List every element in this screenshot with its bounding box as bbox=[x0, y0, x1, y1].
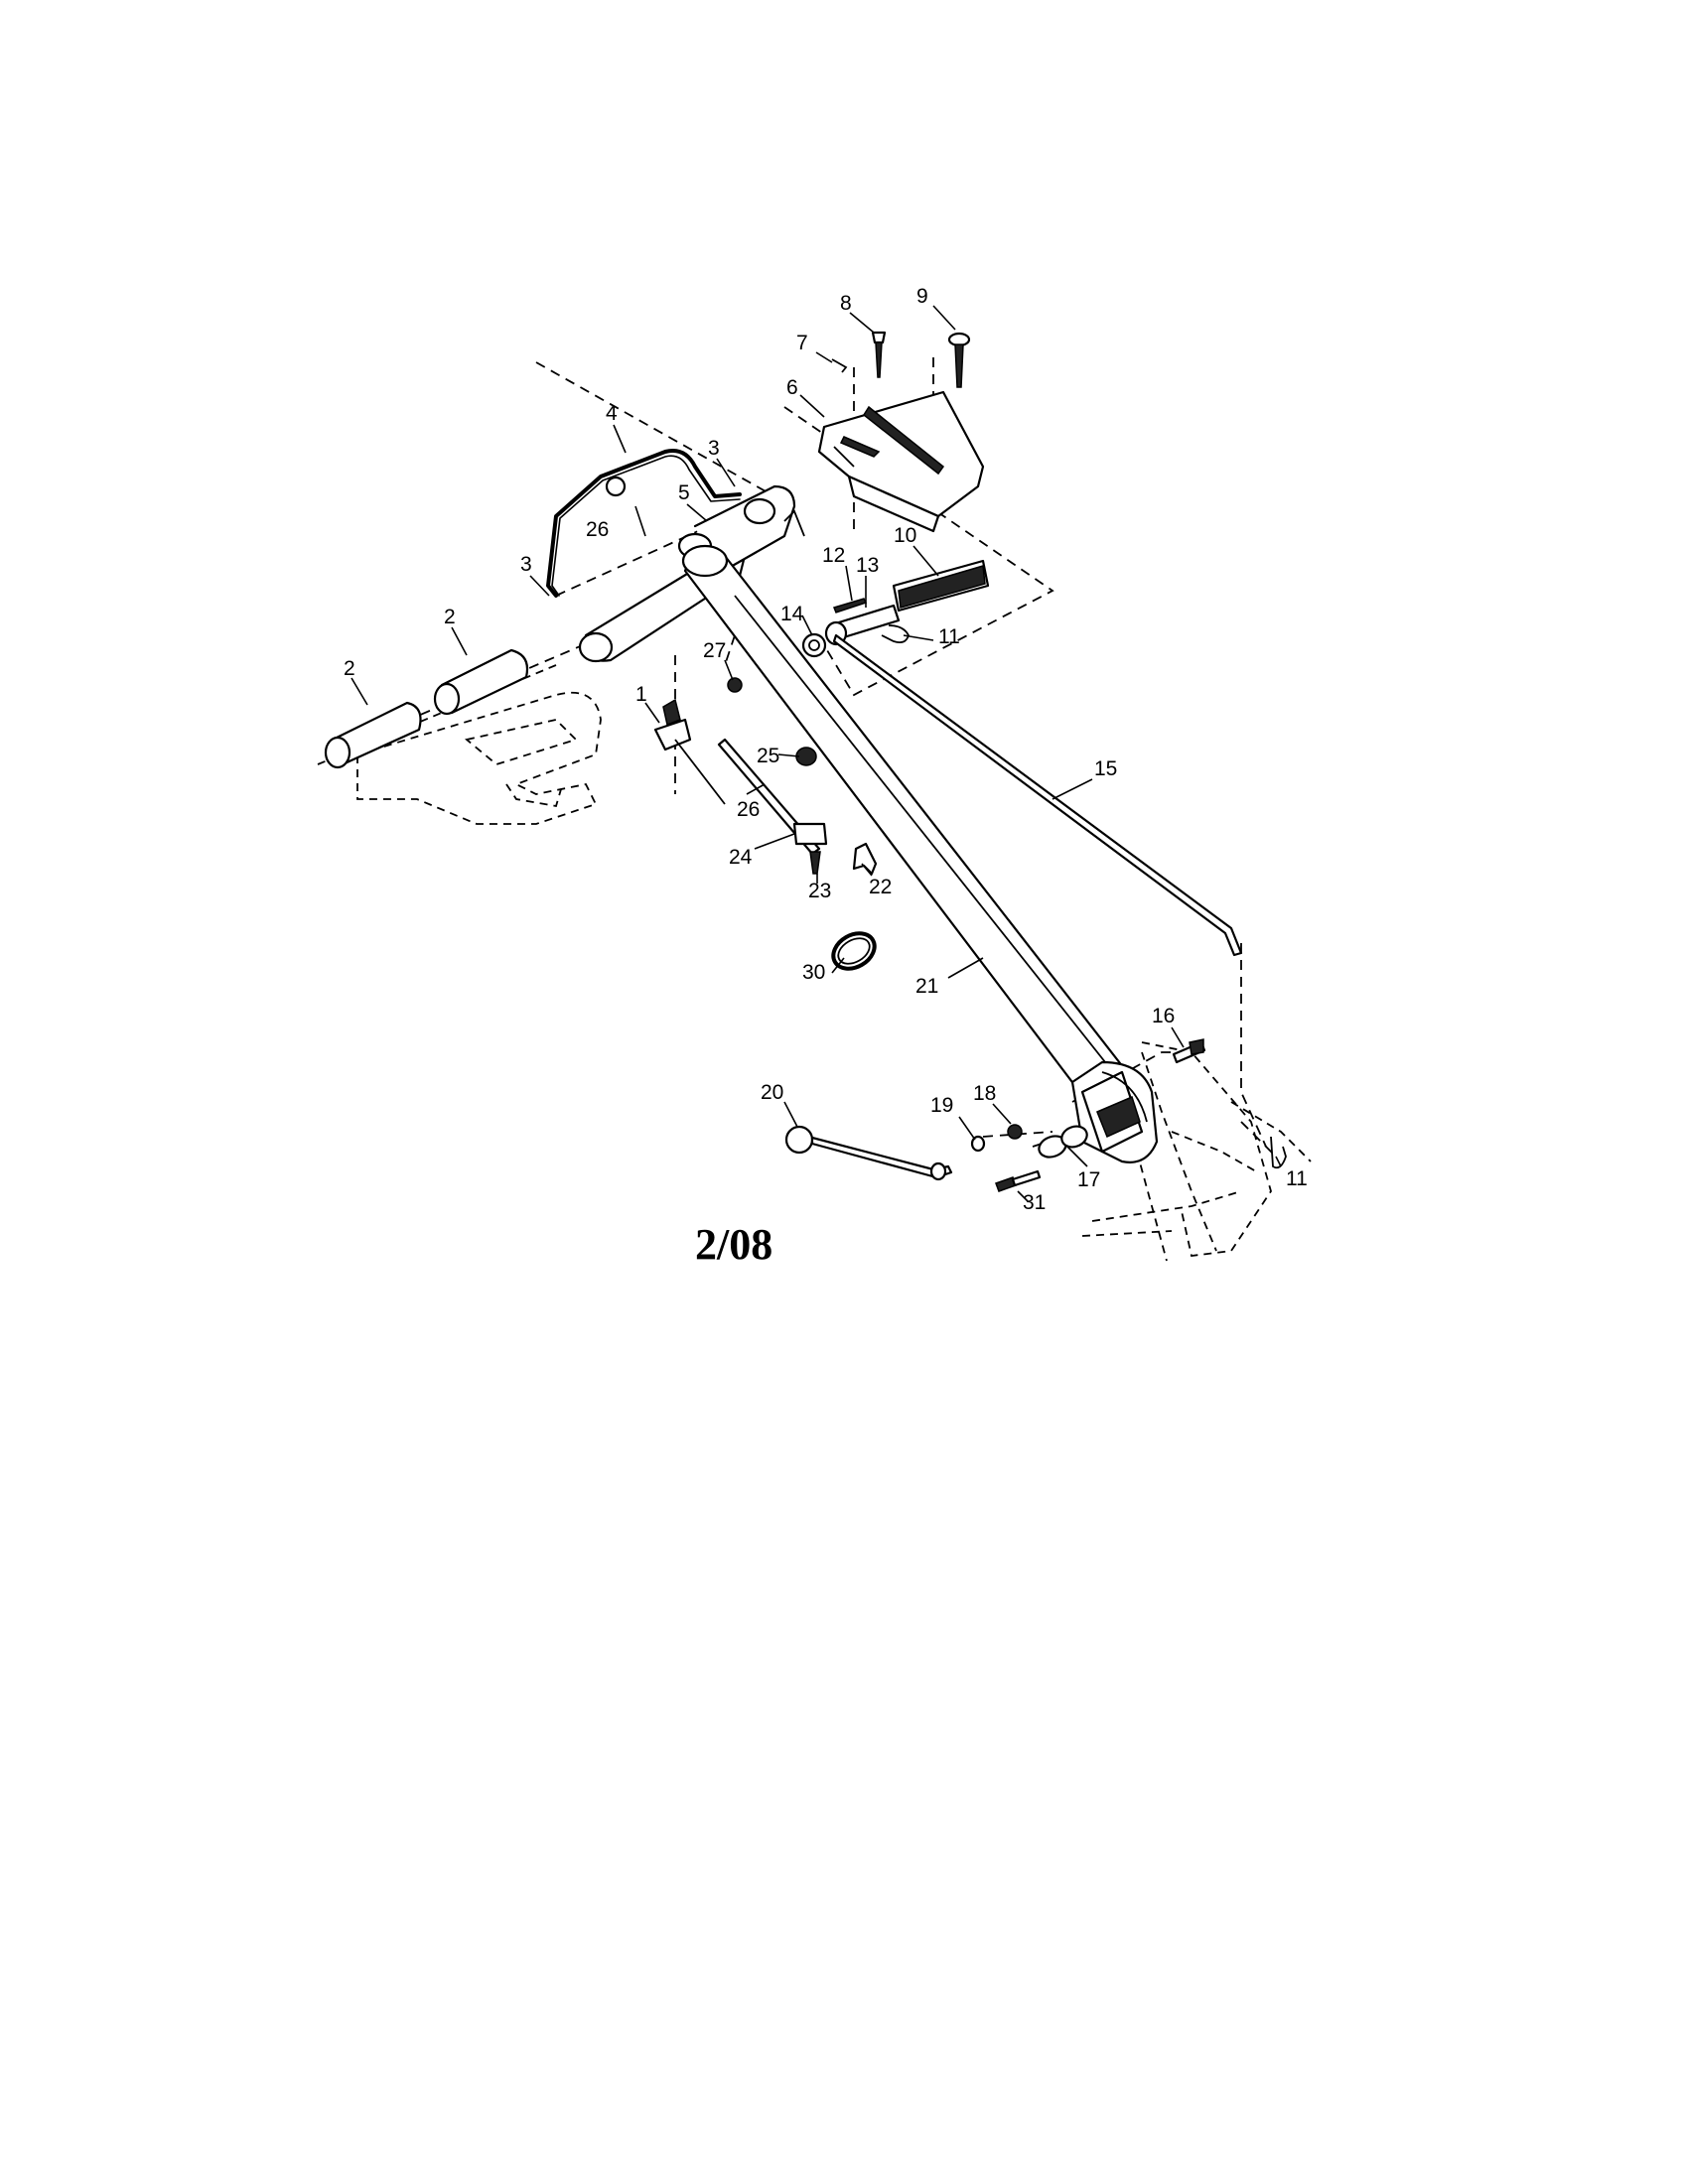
callout-1: 1 bbox=[635, 683, 647, 706]
spacer-17 bbox=[1038, 1125, 1088, 1159]
phantom-tiller-frame-lower-right bbox=[1081, 1041, 1312, 1262]
callout-4: 4 bbox=[606, 402, 618, 425]
callout-3-left: 3 bbox=[520, 553, 532, 576]
screw-23 bbox=[809, 851, 821, 875]
callout-10: 10 bbox=[894, 524, 916, 547]
callout-17: 17 bbox=[1077, 1168, 1100, 1191]
callout-7: 7 bbox=[796, 332, 808, 354]
hose-clamp-30 bbox=[831, 931, 877, 971]
nut-27 bbox=[727, 677, 743, 693]
bolt-31 bbox=[995, 1169, 1042, 1192]
control-panel-cover bbox=[817, 390, 985, 533]
callout-24: 24 bbox=[729, 846, 753, 869]
callout-31: 31 bbox=[1023, 1191, 1046, 1214]
callout-21: 21 bbox=[915, 975, 938, 998]
bolt-16 bbox=[1172, 1038, 1206, 1064]
bushing-14 bbox=[801, 632, 827, 658]
callout-3-right: 3 bbox=[708, 437, 720, 460]
callout-18: 18 bbox=[973, 1082, 996, 1105]
callout-11-upper: 11 bbox=[938, 625, 960, 648]
spring-clip-22 bbox=[852, 842, 878, 876]
callout-14: 14 bbox=[780, 603, 804, 625]
callout-27: 27 bbox=[703, 639, 726, 662]
callout-25: 25 bbox=[757, 745, 779, 767]
callout-2-right: 2 bbox=[444, 606, 456, 628]
screw-8 bbox=[871, 331, 887, 378]
callout-19: 19 bbox=[930, 1094, 953, 1117]
lock-washer-18 bbox=[1007, 1124, 1023, 1140]
callout-23: 23 bbox=[808, 880, 831, 902]
control-clip-1 bbox=[653, 698, 726, 805]
callout-8: 8 bbox=[840, 292, 852, 315]
callout-2-left: 2 bbox=[344, 657, 355, 680]
callout-26-lower: 26 bbox=[737, 798, 760, 821]
washer-19 bbox=[970, 1135, 986, 1153]
callout-11-lower: 11 bbox=[1286, 1167, 1308, 1190]
callout-16: 16 bbox=[1152, 1005, 1175, 1027]
cable-bracket-24 bbox=[792, 822, 828, 846]
callout-numbers: 1 2 2 3 3 4 5 6 7 8 9 10 11 12 13 14 15 … bbox=[344, 285, 1308, 1214]
bail-wire bbox=[546, 449, 742, 598]
pin-12 bbox=[832, 598, 868, 614]
knurled-grip-10 bbox=[892, 559, 990, 613]
handle-tube bbox=[681, 544, 1159, 1163]
knob-rod-20 bbox=[784, 1125, 953, 1181]
callout-6: 6 bbox=[786, 376, 798, 399]
handle-grip-right bbox=[433, 648, 529, 716]
callout-20: 20 bbox=[761, 1081, 783, 1104]
revision-date: 2/08 bbox=[695, 1220, 772, 1269]
handle-grip-left bbox=[324, 701, 422, 769]
callout-5: 5 bbox=[678, 481, 690, 504]
hairpin-11-upper bbox=[881, 624, 910, 644]
callout-22: 22 bbox=[869, 876, 892, 898]
callout-13: 13 bbox=[856, 554, 879, 577]
callout-9: 9 bbox=[916, 285, 928, 308]
shift-rod-15 bbox=[832, 633, 1243, 957]
screw-9 bbox=[947, 332, 971, 388]
callout-30: 30 bbox=[802, 961, 825, 984]
washer-7 bbox=[831, 358, 848, 373]
callout-12: 12 bbox=[822, 544, 845, 567]
leader-lines bbox=[351, 305, 1282, 1202]
callout-15: 15 bbox=[1094, 757, 1117, 780]
callout-26-upper: 26 bbox=[586, 518, 609, 541]
